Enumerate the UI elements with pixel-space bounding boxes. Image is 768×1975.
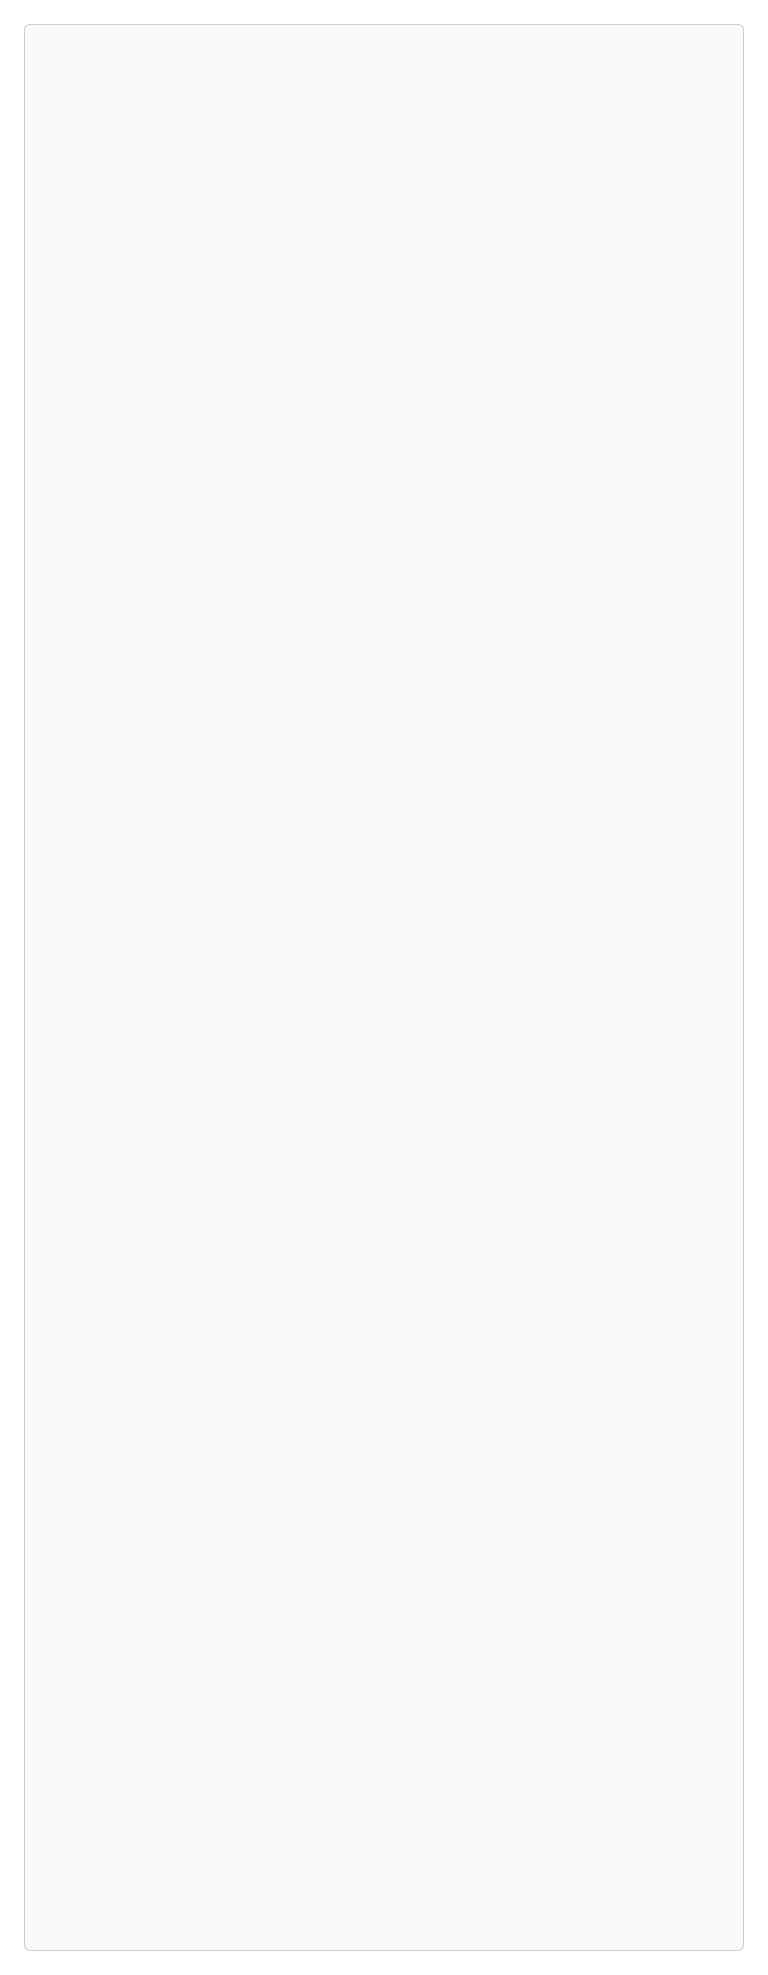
screen-title: [25, 25, 743, 77]
content-panel: [24, 24, 744, 1951]
